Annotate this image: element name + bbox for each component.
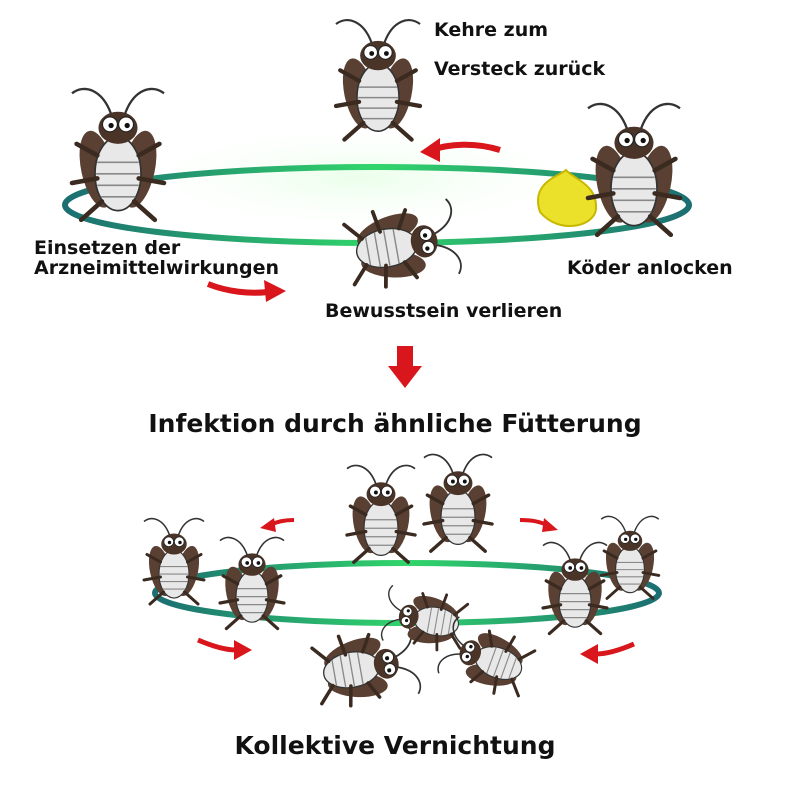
stage2-title: Infektion durch ähnliche Fütterung (148, 409, 642, 438)
arrow-icon (206, 280, 286, 302)
cockroach-icon (422, 452, 494, 553)
arrow-icon (420, 138, 501, 162)
cockroach-icon (588, 104, 680, 235)
arrow-icon (580, 641, 635, 664)
label-drug-line1: Einsetzen der (34, 237, 181, 259)
cockroach-icon (309, 622, 424, 713)
label-bait: Köder anlocken (567, 257, 733, 279)
arrow-icon (260, 518, 295, 532)
arrow-icon (519, 518, 558, 532)
stage3-title: Kollektive Vernichtung (234, 731, 556, 760)
label-return-line2: Versteck zurück (434, 58, 606, 80)
cockroach-icon (345, 463, 417, 564)
label-drug-line2: Arzneimittelwirkungen (34, 257, 280, 279)
down-arrow-icon (388, 346, 422, 388)
bait-blob-icon (537, 168, 598, 228)
label-return-line1: Kehre zum (434, 19, 549, 41)
arrow-icon (197, 637, 252, 660)
label-unconscious: Bewusstsein verlieren (325, 300, 563, 322)
